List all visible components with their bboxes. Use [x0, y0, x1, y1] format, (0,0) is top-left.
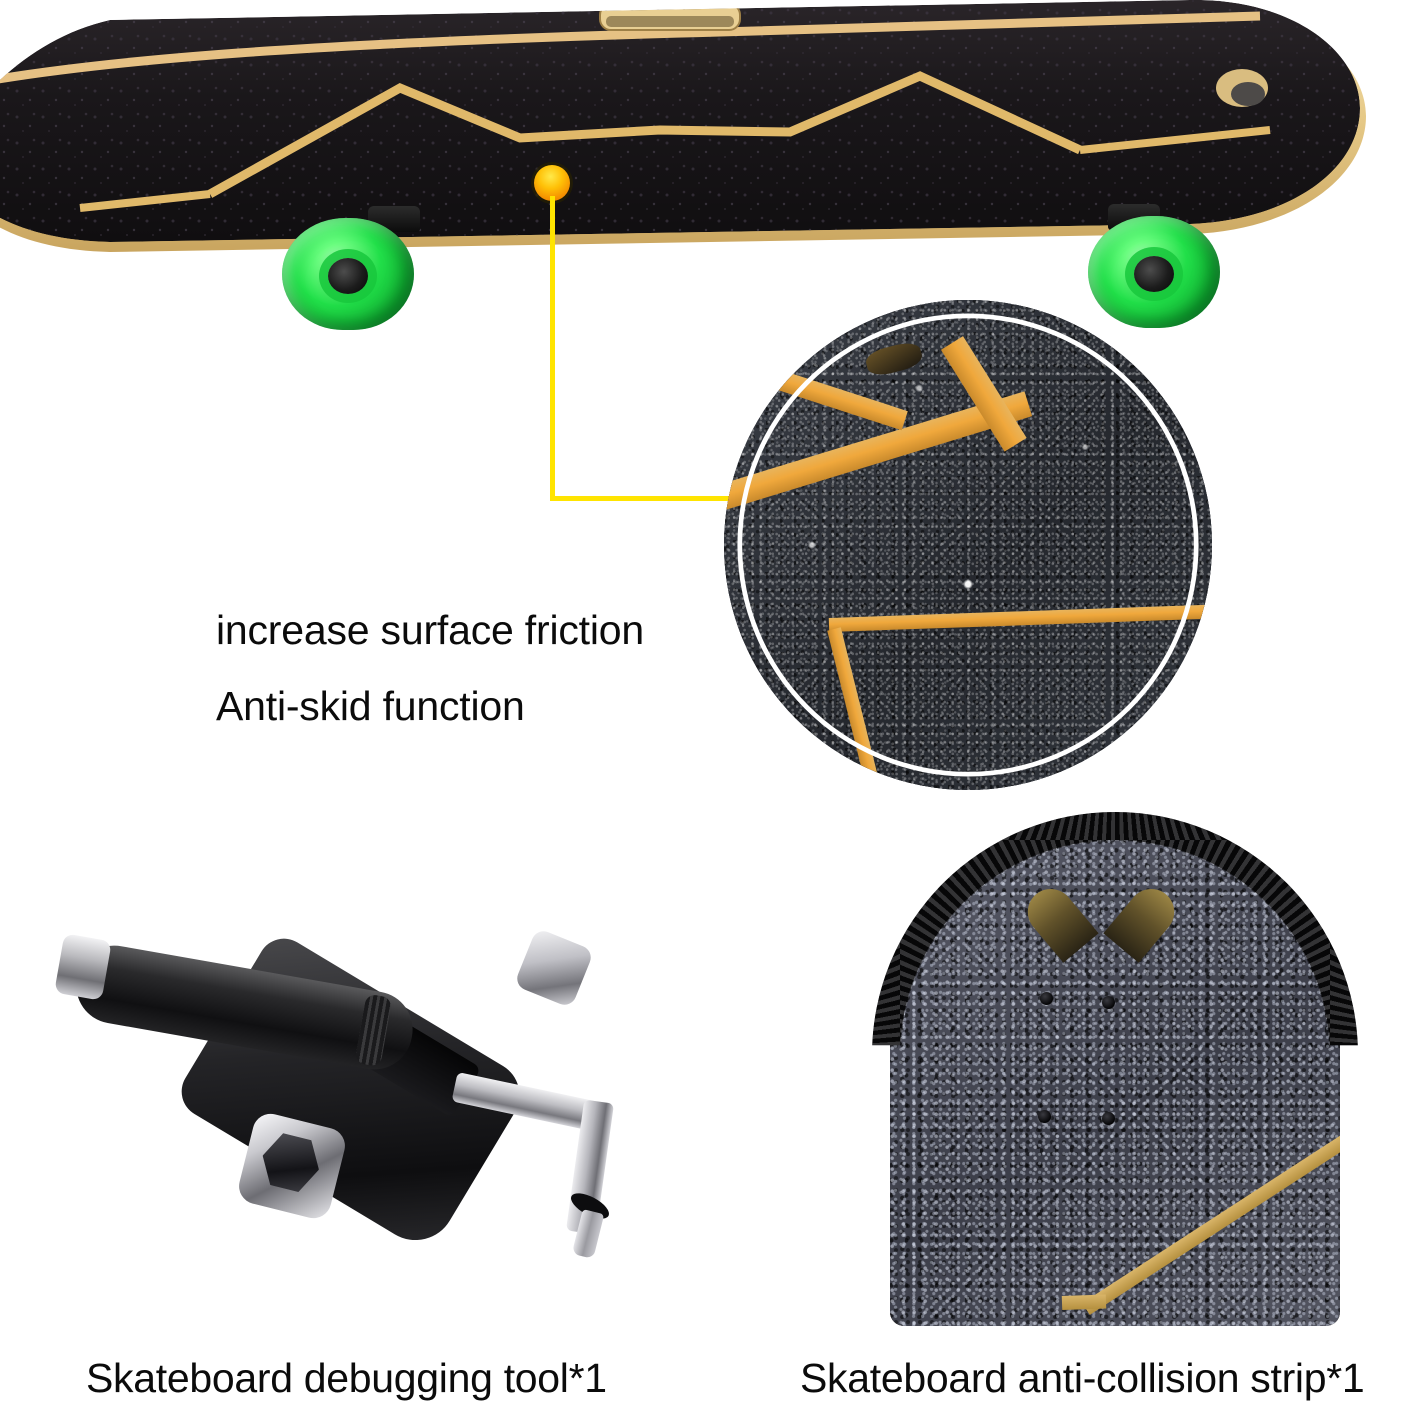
deck-stripe-tail	[1079, 126, 1271, 154]
deck-illustration	[0, 0, 1366, 252]
griptape-sparkle	[724, 300, 1212, 790]
deck-chevron-stripe	[207, 71, 1082, 198]
skateboard-deck	[0, 0, 1418, 330]
callout-marker-dot	[534, 165, 570, 201]
bolt-hole	[1102, 1112, 1115, 1125]
led-wheel-left	[282, 218, 414, 330]
deck-handle-slot-shadow	[606, 16, 734, 27]
caption-anti-collision-strip: Skateboard anti-collision strip*1	[800, 1355, 1365, 1401]
feature-text-friction: increase surface friction	[216, 607, 644, 653]
bolt-hole	[1038, 1110, 1051, 1123]
caption-skate-tool: Skateboard debugging tool*1	[86, 1355, 607, 1401]
tool-socket-top	[513, 927, 595, 1009]
strip-stripe-short	[1061, 1294, 1107, 1310]
deck-stripe-lead	[79, 190, 211, 212]
tool-socket-left	[54, 933, 112, 1001]
griptape-magnifier	[724, 300, 1212, 790]
skate-tool-illustration	[54, 915, 695, 1285]
callout-leader-horizontal	[550, 496, 740, 501]
anti-collision-strip-illustration	[872, 812, 1358, 1326]
griptape-speckle	[0, 0, 1360, 242]
deck-stripe-upper	[0, 11, 1261, 97]
deck-nose-hole-inner	[1231, 82, 1265, 106]
feature-text-antiskid: Anti-skid function	[216, 683, 525, 729]
callout-leader-vertical	[550, 196, 555, 500]
